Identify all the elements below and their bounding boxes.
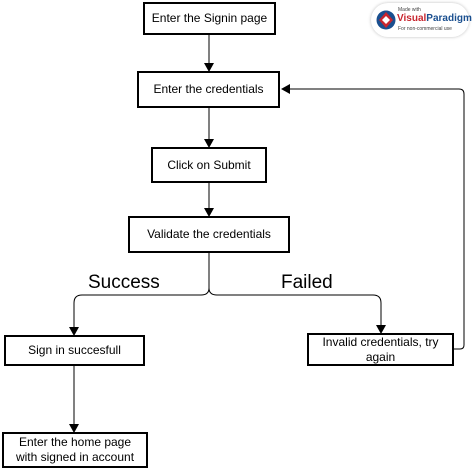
node-validate-credentials: Validate the credentials (128, 216, 290, 253)
edge-label-success: Success (88, 272, 160, 293)
visual-paradigm-badge: Made with VisualParadigm For non-commerc… (371, 3, 472, 37)
node-signin-page: Enter the Signin page (143, 2, 276, 35)
edge-failed-to-credentials (281, 84, 465, 350)
node-enter-credentials: Enter the credentials (137, 71, 280, 108)
edge-validate-to-failed (208, 287, 386, 334)
visual-paradigm-logo-icon (376, 10, 396, 30)
node-home-page: Enter the home page with signed in accou… (2, 432, 148, 468)
badge-bottom-text: For non-commercial use (398, 26, 452, 32)
badge-brand: VisualParadigm (397, 13, 472, 24)
node-signin-success: Sign in succesfull (4, 335, 145, 366)
node-click-submit: Click on Submit (151, 147, 267, 183)
edge-label-failed: Failed (281, 272, 333, 293)
badge-top-text: Made with (398, 7, 421, 13)
edge-validate-to-success (69, 253, 210, 336)
node-invalid-credentials: Invalid credentials, try again (307, 333, 454, 366)
